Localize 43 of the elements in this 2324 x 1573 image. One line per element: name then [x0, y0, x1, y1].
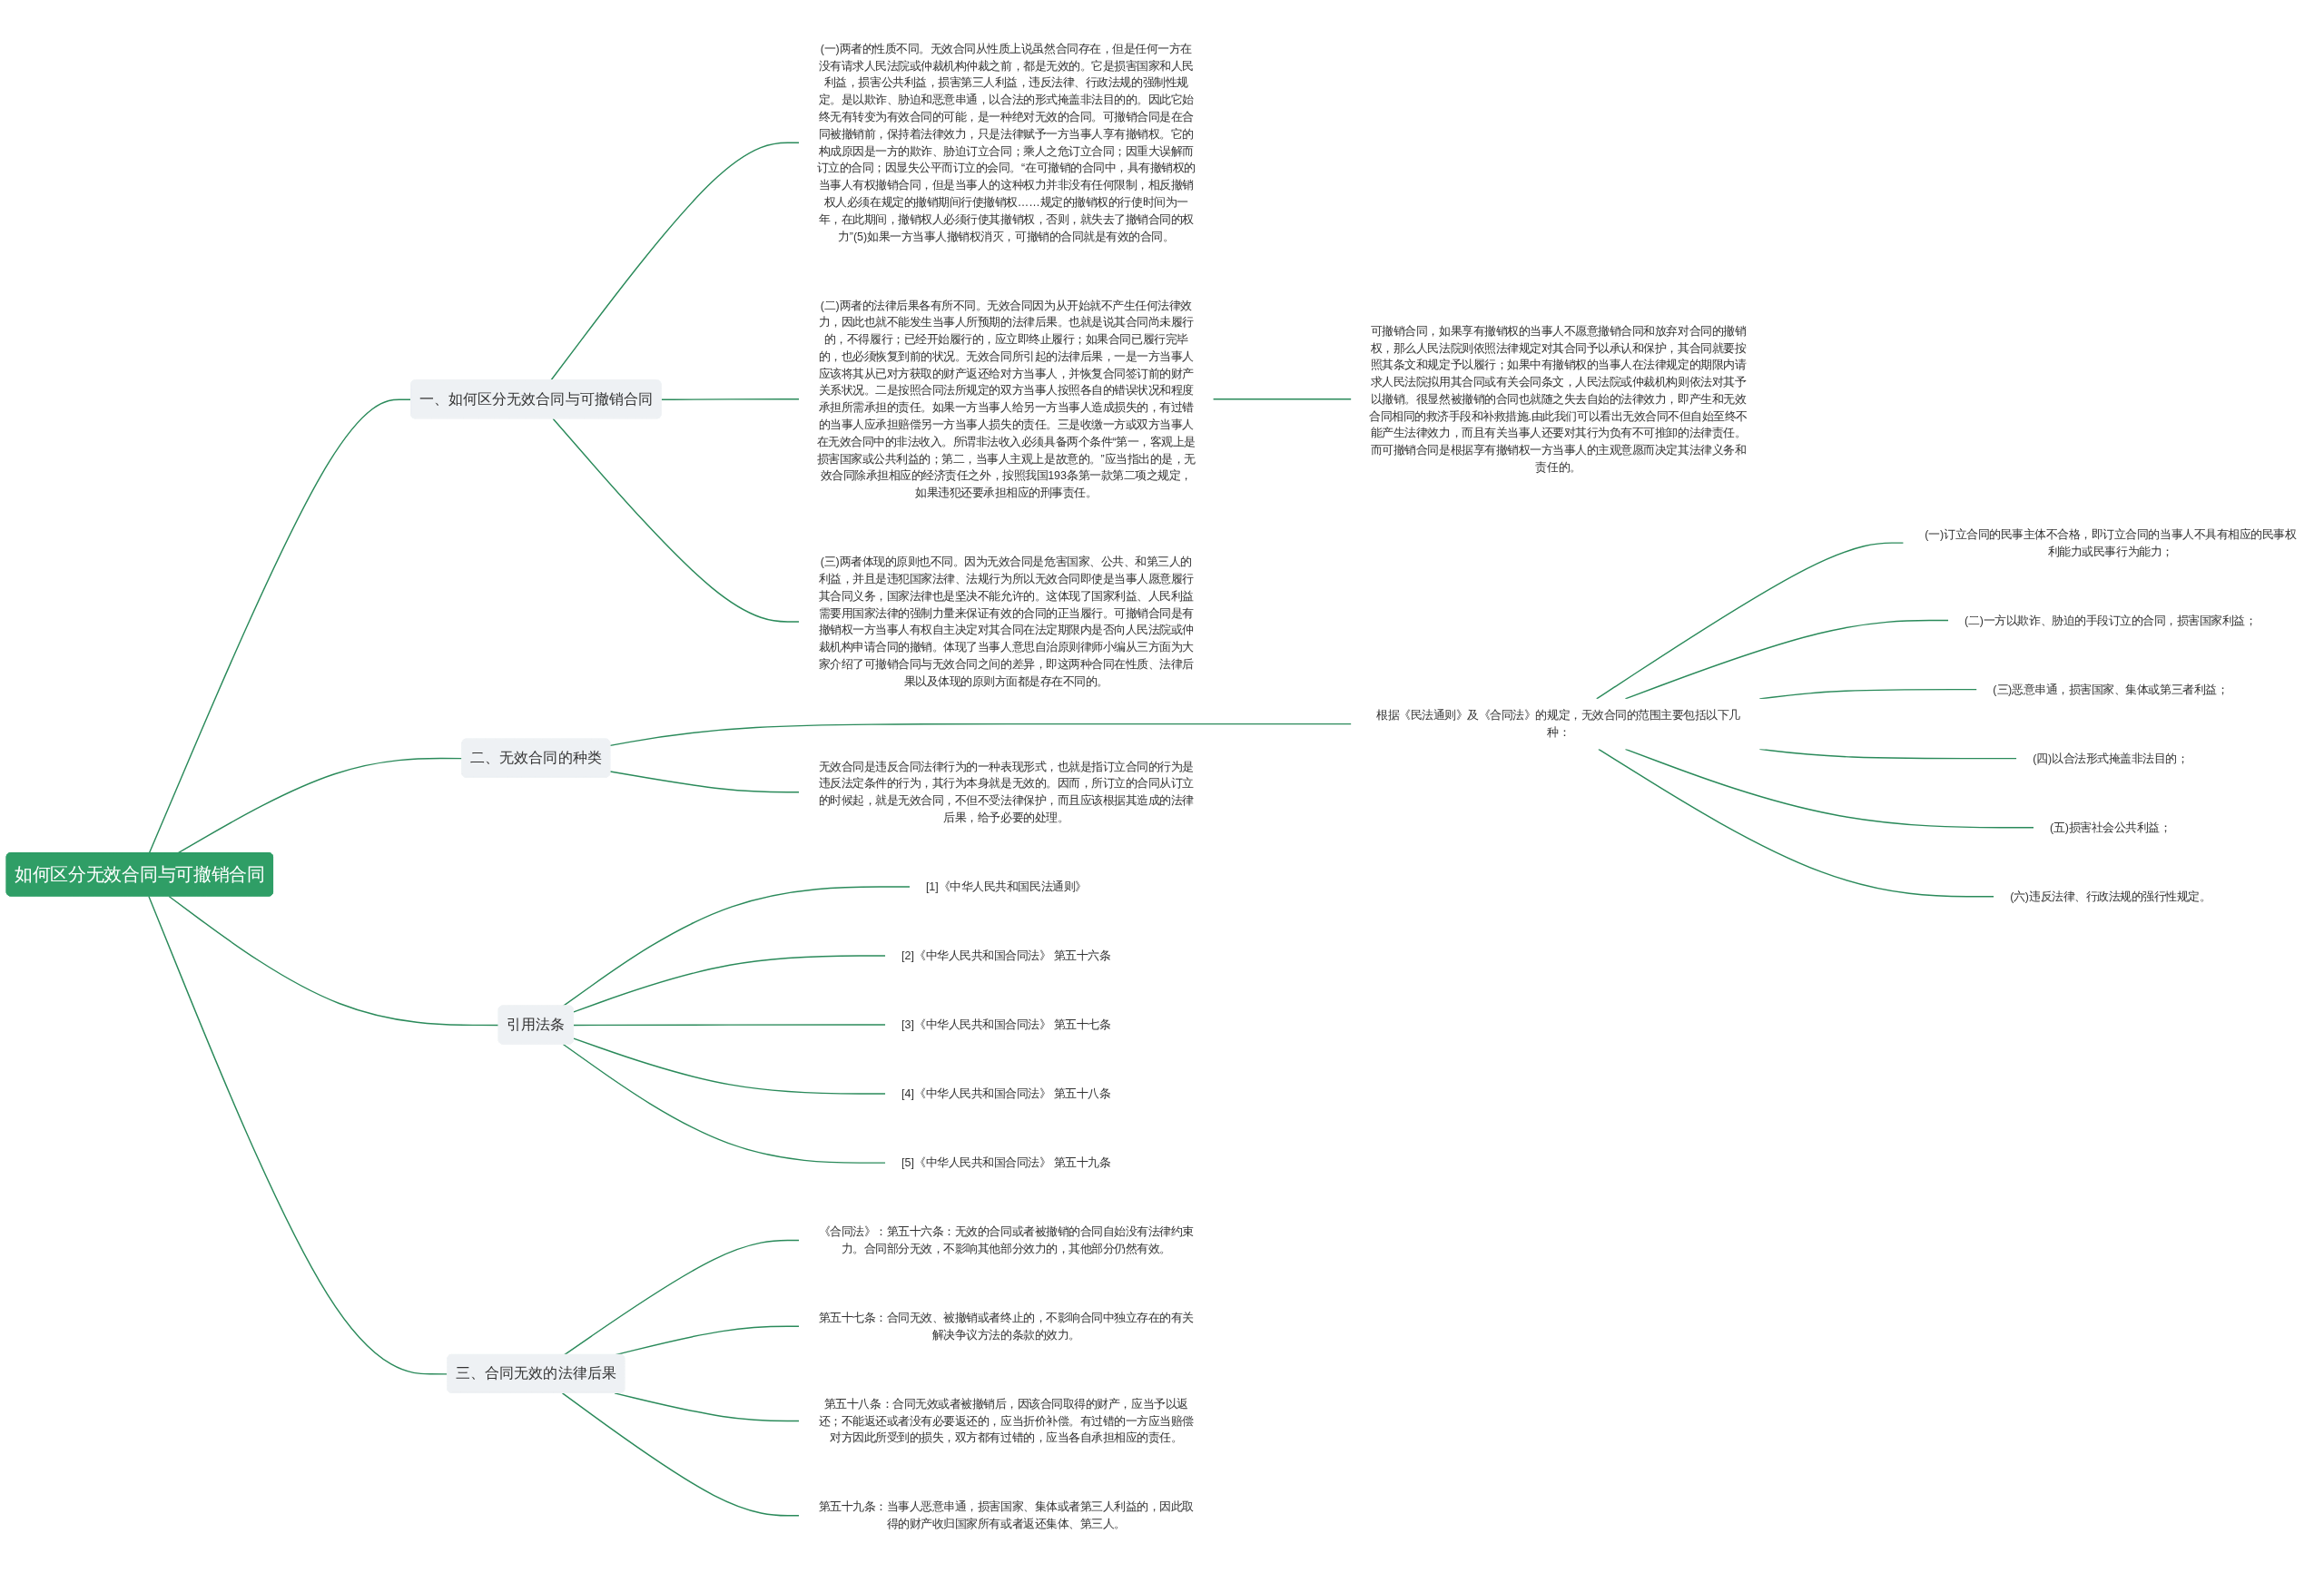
connector	[660, 398, 800, 400]
connector	[1596, 542, 1905, 700]
node-text: (五)损害社会公共利益；	[2049, 821, 2171, 834]
connector	[1212, 398, 1353, 400]
node-text: [3]《中华人民共和国合同法》 第五十七条	[901, 1018, 1111, 1031]
node-text: [2]《中华人民共和国合同法》 第五十六条	[901, 949, 1111, 962]
node-text: [1]《中华人民共和国民法通则》	[925, 880, 1087, 893]
connector	[562, 886, 911, 1008]
connector	[609, 771, 800, 793]
node-text: (一)两者的性质不同。无效合同从性质上说虽然合同存在，但是任何一方在没有请求人民法院或仲裁机构仲裁之前，都是无效的。它是损害国家和人民利益，损害公共利益，损害第三人利益，违反法律、行政法规的强制性规定。是以欺诈、胁迫和恶意串通，以合法的形式掩盖非法目的的。因此它始终无有转变为有效合同的可能，是一种绝对无效的合同。可撤销合同是在合同被撤销前，保持着法律效力，只是法律赋予一方当事人享有撤销权。它的构成原因是一方的欺诈、胁迫订立合同；乘人之危订立合同；因重大误解而订立的合同；因显失公平而订立的会同。“在可撤销的合同中，具有撤销权的当事人有权撤销合同，但是当事人的这种权力并非没有任何限制，相反撤销权人必须在规定的撤销期间行使撤销权……规定的撤销权的行使时间为一年，在此期间，撤销权人必须行使其撤销权，否则，就失去了撤销合同的权力”(5)如果一方当事人撤销权消灭，可撤销的合同就是有效的合同。	[816, 42, 1196, 243]
node-text: (二)一方以欺诈、胁迫的手段订立的合同，损害国家利益；	[1965, 613, 2257, 627]
node-text: (六)违反法律、行政法规的强行性规定。	[2010, 890, 2211, 903]
connector	[561, 1392, 800, 1517]
connector	[550, 142, 800, 381]
node-text: (二)两者的法律后果各有所不同。无效合同因为从开始就不产生任何法律效力，因此也就不能发生当事人所预期的法律后果。也就是说其合同尚未履行的，不得履行；已经开始履行的，应立即终止履行；如果合同已履行完毕的，也必须恢复到前的状况。无效合同所引起的法律后果，一是一方当事人应该将其从已对方获取的财产返还给对方当事人，并恢复合同签订前的财产关系状况。二是按照合同法所规定的双方当事人按照各自的错误状况和程度承担所需承担的责任。如果一方当事人给另一方当事人造成损失的，有过错的当事人应承担赔偿另一方当事人损失的责任。三是收缴一方或双方当事人在无效合同中的非法收入。所谓非法收入必须具备两个条件“第一，客观上是损害国家或公共利益的；第二，当事人主观上是故意的。”应当指出的是，无效合同除承担相应的经济责任之外，按照我国193条第一款第二项之规定，如果违犯还要承担相应的刑事责任。	[816, 298, 1196, 499]
node-text: 根据《民法通则》及《合同法》的规定，无效合同的范围主要包括以下几种：	[1376, 708, 1740, 739]
node-text: (三)恶意串通，损害国家、集体或第三者利益；	[1993, 683, 2229, 696]
connector	[562, 1043, 886, 1164]
connector	[1758, 748, 2017, 760]
connector	[168, 895, 500, 1027]
node-text: [5]《中华人民共和国合同法》 第五十九条	[901, 1155, 1111, 1169]
node-text: (三)两者体现的原则也不同。因为无效合同是危害国家、公共、和第三人的利益，并且是违犯国家法律、法规行为所以无效合同即使是当事人愿意履行其合同义务，国家法律也是坚决不能允许的。这体现了国家利益、人民利益需要用国家法律的强制力量来保证有效的合同的正当履行。可撤销合同是有撤销权一方当事人有权自主决定对其合同在法定期限内是否向人民法院或仲裁机构申请合同的撤销。体现了当事人意思自治原则律师小编从三方面为大家介绍了可撤销合同与无效合同之间的差异，即这两种合同在性质、法律后果以及体现的原则方面都是存在不同的。	[818, 555, 1194, 688]
node-text: 第五十九条：当事人恶意串通，损害国家、集体或者第三人利益的，因此取得的财产收归国家所有或者返还集体、第三人。	[818, 1499, 1194, 1530]
node-text: [4]《中华人民共和国合同法》 第五十八条	[901, 1086, 1111, 1100]
node-text: 可撤销合同，如果享有撤销权的当事人不愿意撤销合同和放弃对合同的撤销权，那么人民法院则依照法律规定对其合同予以承认和保护，其合同就要按照其条文和规定予以履行；如果中有撤销权的当事人在法律规定的期限内请求人民法院拟用其合同或有关会同条文，人民法院或仲裁机构则依法对其予以撤销。很显然被撤销的合同也就随之失去自始的法律效力，即产生和无效合同相同的救济手段和补救措施.由此我们可以看出无效合同不但自始至终不能产生法律效力，而且有关当事人还要对其行为负有不可推卸的法律责任。而可撤销合同是根据享有撤销权一方当事人的主观意愿而决定其法律义务和责任的。	[1369, 324, 1748, 474]
node-text: 无效合同是违反合同法律行为的一种表现形式，也就是指订立合同的行为是违反法定条件的行为，其行为本身就是无效的。因而，所订立的合同从订立的时候起，就是无效合同，不但不受法律保护，而且应该根据其造成的法律后果，给予必要的处理。	[818, 759, 1194, 824]
connector	[573, 1037, 886, 1095]
connector	[1624, 748, 2034, 829]
node-text: 《合同法》：第五十六条：无效的合同或者被撤销的合同自始没有法律约束力。合同部分无效，不影响其他部分效力的，其他部分仍然有效。	[818, 1224, 1194, 1255]
connector	[148, 398, 412, 854]
connector	[552, 418, 800, 623]
connector	[573, 1024, 886, 1027]
connector	[1624, 619, 1949, 700]
connector	[563, 1239, 800, 1356]
connector	[1598, 748, 1994, 898]
node-text: 第五十七条：合同无效、被撤销或者终止的，不影响合同中独立存在的有关解决争议方法的条款的效力。	[818, 1311, 1194, 1342]
node-text: (一)订立合同的民事主体不合格，即订立合同的当事人不具有相应的民事权利能力或民事行为能力；	[1925, 527, 2297, 558]
connector	[573, 955, 886, 1013]
node-text: 第五十八条：合同无效或者被撤销后，因该合同取得的财产，应当予以返还；不能返还或者没有必要返还的，应当折价补偿。有过错的一方应当赔偿对方因此所受到的损失，双方都有过错的，应当各自承担相应的责任。	[818, 1397, 1194, 1445]
node-text: (四)以合法形式掩盖非法目的；	[2033, 752, 2189, 765]
connector	[614, 1392, 800, 1422]
connector	[1758, 688, 1978, 700]
connector	[609, 723, 1353, 747]
